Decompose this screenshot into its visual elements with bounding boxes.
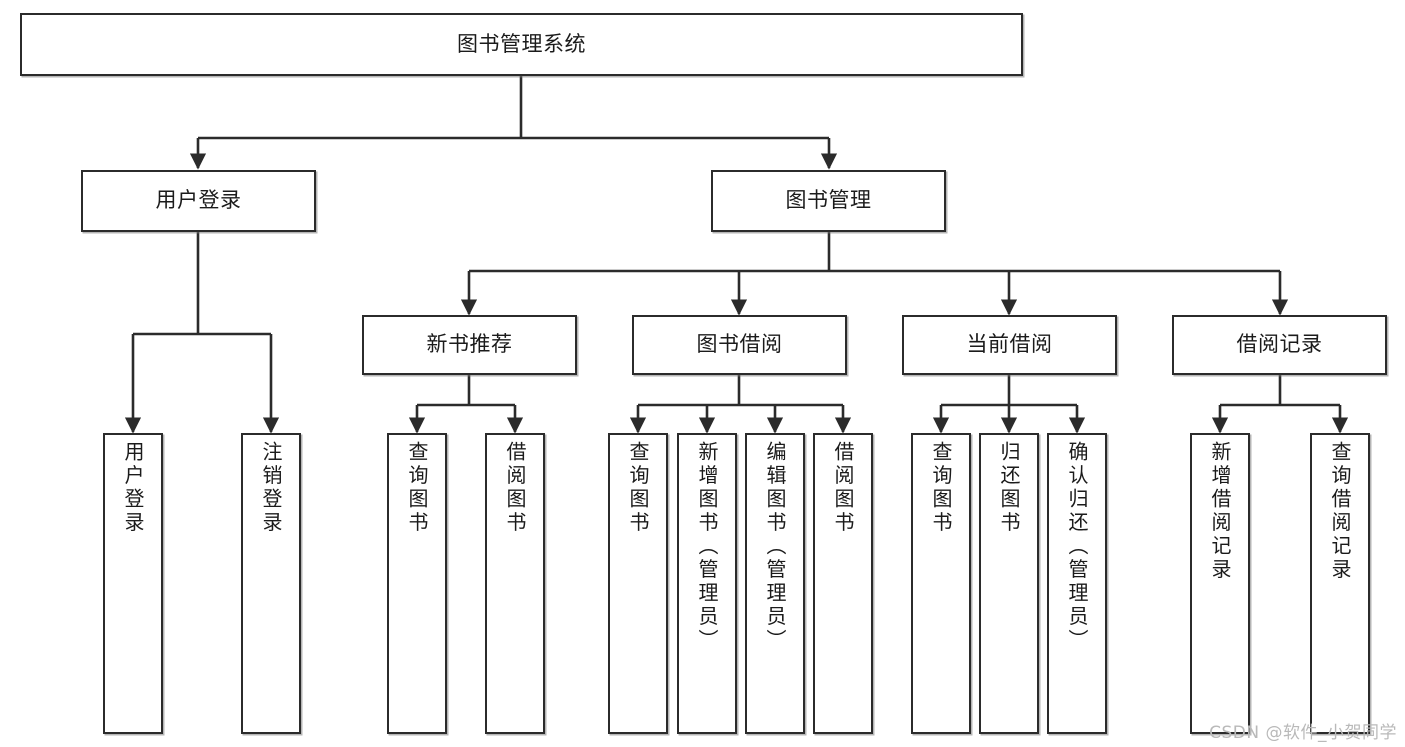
leaf-user-login-1-label: 用户登录 [121, 441, 145, 535]
node-root-system-label: 图书管理系统 [457, 31, 586, 56]
csdn-watermark: CSDN @软件_小贺同学 [1209, 723, 1397, 743]
node-book-borrow[interactable]: 图书借阅 [632, 315, 847, 375]
leaf-current-borrow-2-label: 归还图书 [997, 441, 1021, 535]
leaf-current-borrow-1-label: 查询图书 [929, 441, 953, 535]
leaf-book-borrow-3-label: 编辑图书（管理员） [763, 441, 787, 653]
leaf-book-borrow-4-label: 借阅图书 [831, 441, 855, 535]
node-new-book-recommend[interactable]: 新书推荐 [362, 315, 577, 375]
node-current-borrow[interactable]: 当前借阅 [902, 315, 1117, 375]
leaf-borrow-record-1[interactable]: 新增借阅记录 [1190, 433, 1250, 734]
leaf-book-borrow-1-label: 查询图书 [626, 441, 650, 535]
node-book-management[interactable]: 图书管理 [711, 170, 946, 232]
leaf-user-login-2[interactable]: 注销登录 [241, 433, 301, 734]
leaf-user-login-2-label: 注销登录 [259, 441, 283, 535]
leaf-current-borrow-2[interactable]: 归还图书 [979, 433, 1039, 734]
leaf-user-login-1[interactable]: 用户登录 [103, 433, 163, 734]
node-book-borrow-label: 图书借阅 [696, 332, 783, 357]
node-new-book-recommend-label: 新书推荐 [426, 332, 513, 357]
leaf-new-book-2-label: 借阅图书 [503, 441, 527, 535]
leaf-current-borrow-3[interactable]: 确认归还（管理员） [1047, 433, 1107, 734]
node-root-system[interactable]: 图书管理系统 [20, 13, 1023, 76]
leaf-book-borrow-2-label: 新增图书（管理员） [695, 441, 719, 653]
leaf-new-book-2[interactable]: 借阅图书 [485, 433, 545, 734]
leaf-borrow-record-2-label: 查询借阅记录 [1328, 441, 1352, 582]
leaf-book-borrow-4[interactable]: 借阅图书 [813, 433, 873, 734]
leaf-borrow-record-2[interactable]: 查询借阅记录 [1310, 433, 1370, 734]
leaf-book-borrow-2[interactable]: 新增图书（管理员） [677, 433, 737, 734]
leaf-new-book-1-label: 查询图书 [405, 441, 429, 535]
leaf-new-book-1[interactable]: 查询图书 [387, 433, 447, 734]
node-user-login-label: 用户登录 [155, 188, 242, 213]
node-borrow-record[interactable]: 借阅记录 [1172, 315, 1387, 375]
leaf-book-borrow-1[interactable]: 查询图书 [608, 433, 668, 734]
leaf-current-borrow-1[interactable]: 查询图书 [911, 433, 971, 734]
leaf-current-borrow-3-label: 确认归还（管理员） [1065, 441, 1089, 653]
node-user-login[interactable]: 用户登录 [81, 170, 316, 232]
leaf-book-borrow-3[interactable]: 编辑图书（管理员） [745, 433, 805, 734]
node-book-management-label: 图书管理 [785, 188, 872, 213]
leaf-borrow-record-1-label: 新增借阅记录 [1208, 441, 1232, 582]
node-current-borrow-label: 当前借阅 [966, 332, 1053, 357]
node-borrow-record-label: 借阅记录 [1236, 332, 1323, 357]
